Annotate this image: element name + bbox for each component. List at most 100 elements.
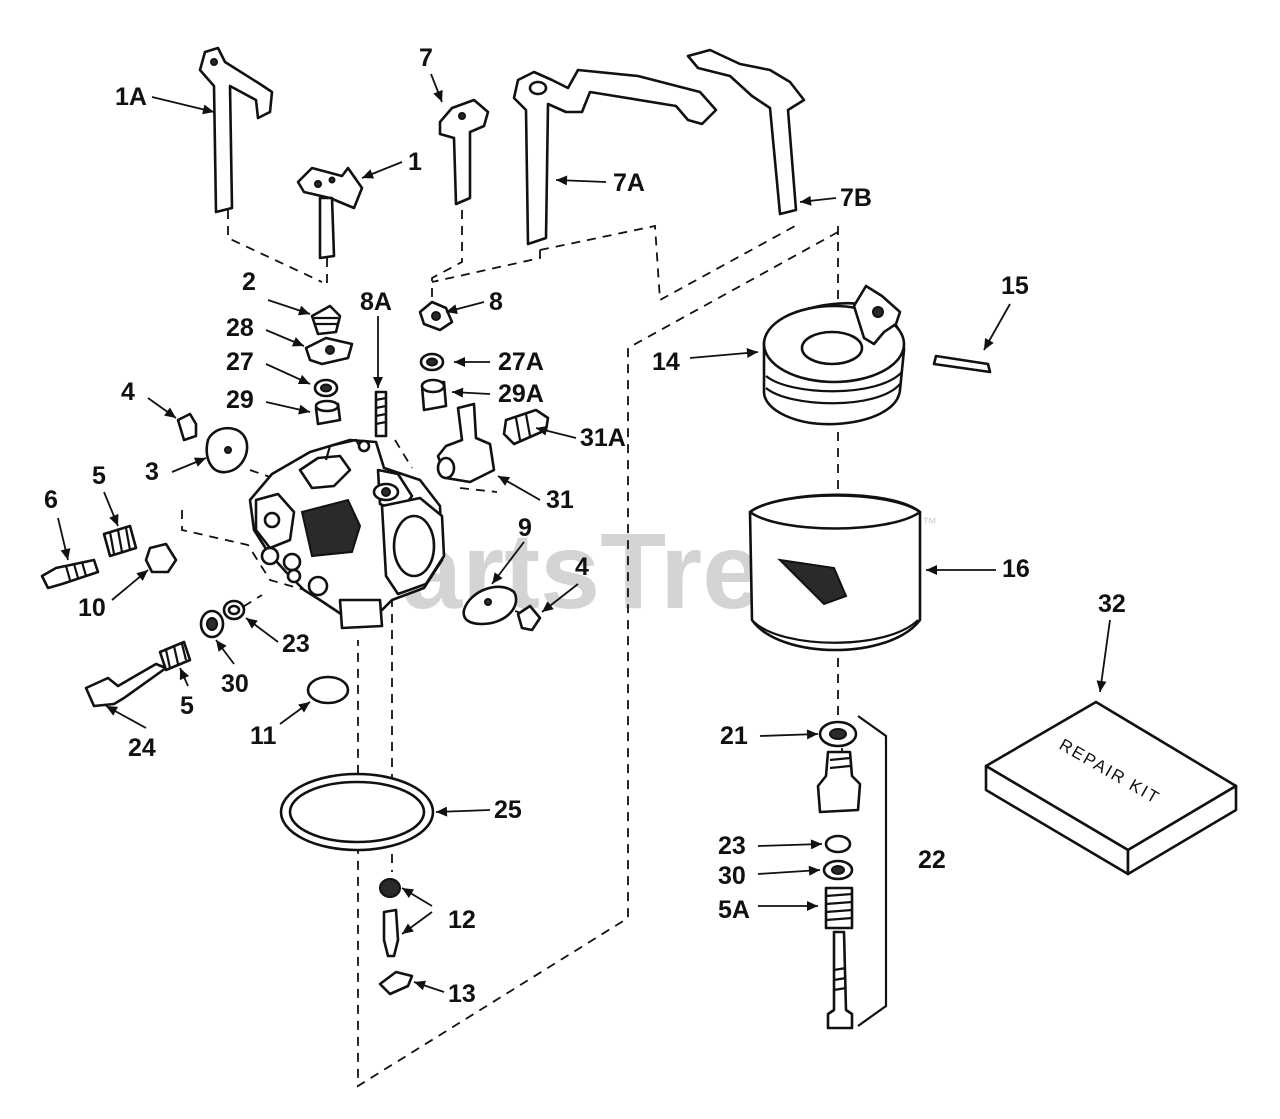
callout-23-left: 23 bbox=[282, 630, 310, 658]
seal-part-27 bbox=[313, 378, 339, 398]
assembly-guide-lines bbox=[181, 210, 843, 1088]
leader-arrowhead-30-left bbox=[216, 640, 227, 652]
leader-arrowhead-8a bbox=[373, 377, 383, 388]
idle-screw-part-8a bbox=[374, 390, 388, 438]
leader-arrowhead-21 bbox=[806, 729, 818, 740]
choke-shaft-part-7 bbox=[438, 98, 490, 206]
leader-arrowhead-31a bbox=[536, 425, 548, 436]
seal-part-29 bbox=[314, 399, 342, 426]
leader-arrowhead-3 bbox=[193, 457, 206, 467]
leader-arrowhead-12-b bbox=[402, 923, 414, 934]
leader-arrowhead-7b bbox=[800, 195, 812, 206]
leader-arrowhead-29 bbox=[298, 404, 310, 415]
leader-arrowhead-15 bbox=[984, 337, 994, 350]
callout-29: 29 bbox=[226, 386, 254, 414]
washer-part-30-right bbox=[822, 859, 854, 881]
callout-23-right: 23 bbox=[718, 832, 746, 860]
choke-shaft-part-7b bbox=[686, 48, 806, 216]
seal-part-27a bbox=[419, 352, 445, 372]
leader-arrowhead-14 bbox=[746, 347, 758, 358]
callout-24: 24 bbox=[128, 734, 156, 762]
leader-arrowhead-4-lower bbox=[542, 601, 554, 612]
leader-arrows bbox=[57, 73, 1111, 993]
repair-kit-part-32: REPAIR KIT bbox=[984, 700, 1238, 876]
leader-arrowhead-24 bbox=[106, 706, 119, 716]
float-pin-part-15 bbox=[932, 354, 992, 374]
callout-2: 2 bbox=[242, 268, 256, 296]
callout-14: 14 bbox=[652, 348, 680, 376]
callout-27: 27 bbox=[226, 348, 254, 376]
callout-28: 28 bbox=[226, 314, 254, 342]
leader-arrowhead-11 bbox=[298, 702, 310, 713]
leader-arrowhead-29a bbox=[452, 387, 464, 398]
gasket-part-23-left bbox=[222, 599, 246, 621]
throttle-disc-part-3 bbox=[205, 426, 249, 474]
choke-bushing-part-8 bbox=[418, 300, 454, 332]
callout-15: 15 bbox=[1001, 272, 1029, 300]
spring-part-5a bbox=[824, 886, 854, 930]
callout-3: 3 bbox=[145, 458, 159, 486]
high-speed-needle-part-22 bbox=[826, 930, 854, 1030]
leader-arrowhead-4-top bbox=[164, 407, 176, 418]
leader-arrowhead-13 bbox=[414, 980, 427, 991]
leader-arrowhead-32 bbox=[1096, 680, 1107, 692]
callout-1a: 1A bbox=[115, 83, 147, 111]
leader-arrowhead-27a bbox=[454, 357, 465, 367]
leader-arrowhead-27 bbox=[297, 374, 310, 384]
carburetor-body bbox=[248, 438, 446, 630]
leader-arrowhead-8 bbox=[446, 304, 458, 315]
seal-part-29a bbox=[420, 378, 448, 412]
callout-8: 8 bbox=[489, 288, 503, 316]
callout-31: 31 bbox=[546, 486, 574, 514]
screw-part-4-top bbox=[176, 412, 198, 442]
choke-disc-part-9 bbox=[462, 585, 518, 626]
leader-arrowhead-28 bbox=[291, 337, 304, 347]
leader-arrowhead-23-left bbox=[246, 618, 258, 629]
callout-9: 9 bbox=[518, 514, 532, 542]
leader-arrow-32 bbox=[1099, 619, 1111, 693]
main-jet-needle-part-24 bbox=[84, 662, 168, 708]
bracket-part-28 bbox=[304, 336, 354, 366]
leader-arrowhead-6 bbox=[60, 548, 71, 560]
watermark-trademark: ™ bbox=[922, 515, 937, 532]
leader-arrowhead-5a bbox=[807, 901, 818, 911]
callout-11: 11 bbox=[250, 722, 277, 750]
float-part-14 bbox=[762, 284, 906, 426]
welch-plug-part-11 bbox=[306, 675, 350, 705]
callout-21: 21 bbox=[720, 722, 748, 750]
callout-32: 32 bbox=[1098, 590, 1126, 618]
callout-10: 10 bbox=[78, 594, 106, 622]
gasket-part-23-right bbox=[824, 834, 852, 854]
callout-16: 16 bbox=[1002, 555, 1030, 583]
callout-5-left: 5 bbox=[92, 462, 106, 490]
screw-part-4-lower bbox=[516, 604, 542, 632]
callout-4-lower: 4 bbox=[575, 553, 589, 581]
leader-arrowhead-25 bbox=[436, 806, 448, 817]
callout-1: 1 bbox=[408, 148, 422, 176]
leader-arrowhead-1a bbox=[202, 104, 214, 115]
screw-part-6 bbox=[40, 558, 100, 590]
leader-arrowhead-5-left bbox=[109, 513, 119, 526]
spring-part-5-lower bbox=[158, 640, 192, 672]
leader-arrowhead-5-lower bbox=[179, 668, 190, 681]
callout-31a: 31A bbox=[580, 424, 626, 452]
plug-part-10 bbox=[144, 542, 178, 574]
needle-clip-part-13 bbox=[378, 970, 414, 996]
float-bowl-part-16 bbox=[748, 493, 922, 652]
leader-arrowhead-2 bbox=[297, 305, 310, 316]
throttle-shaft-part-1a bbox=[198, 46, 274, 214]
callout-13: 13 bbox=[448, 980, 476, 1008]
bracket-part-22 bbox=[857, 715, 888, 1027]
callout-7a: 7A bbox=[613, 169, 645, 197]
leader-arrowhead-16 bbox=[926, 565, 937, 575]
leader-arrowhead-10 bbox=[136, 570, 148, 581]
callout-30-left: 30 bbox=[221, 670, 249, 698]
callout-labels: 1A 1 7 7A 7B 2 8A 8 15 28 27A 14 27 29A … bbox=[44, 44, 1126, 1008]
callout-22: 22 bbox=[918, 846, 946, 874]
callout-5-lower: 5 bbox=[180, 692, 194, 720]
callout-5a: 5A bbox=[718, 896, 750, 924]
choke-shaft-part-7a bbox=[512, 68, 718, 246]
callout-12: 12 bbox=[448, 906, 476, 934]
callout-7: 7 bbox=[419, 44, 433, 72]
